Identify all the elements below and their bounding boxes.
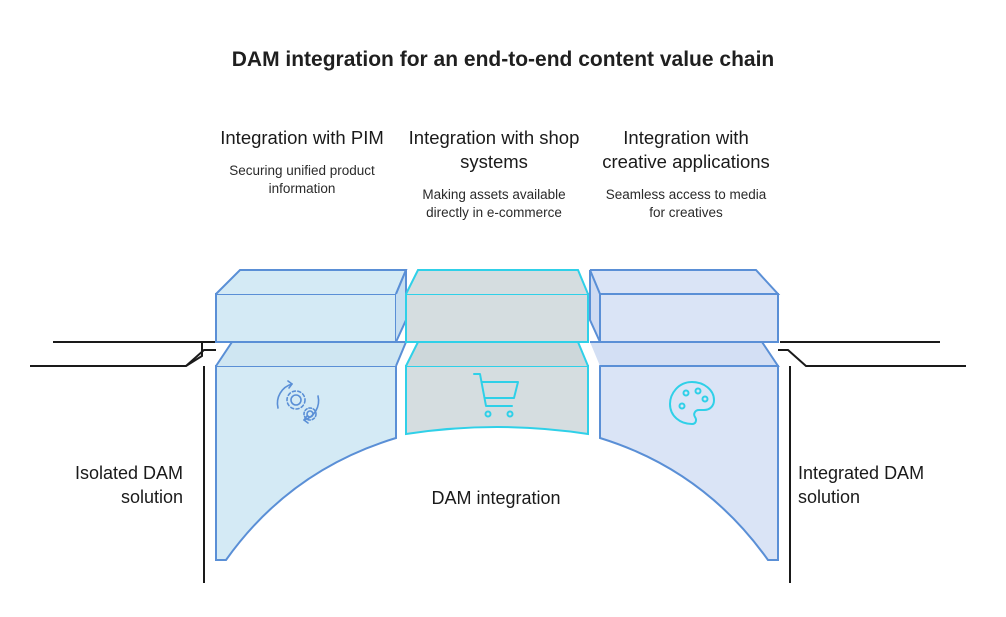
gears-sync-icon	[276, 380, 320, 424]
column-heading-creative: Integration with creative applications	[602, 127, 770, 172]
column-description-creative: Seamless access to media for creatives	[605, 187, 767, 220]
palette-icon	[668, 380, 716, 426]
column-shop: Integration with shop systems Making ass…	[406, 126, 582, 222]
column-heading-shop: Integration with shop systems	[408, 127, 580, 172]
center-label: DAM integration	[431, 488, 561, 508]
bridge-segment-creative	[589, 269, 781, 561]
shopping-cart-icon	[473, 373, 519, 418]
column-description-shop: Making assets available directly in e-co…	[422, 187, 566, 220]
column-heading-pim: Integration with PIM	[220, 127, 384, 148]
diagram-title: DAM integration for an end-to-end conten…	[231, 48, 775, 71]
right-ledge-step	[778, 349, 966, 367]
column-creative: Integration with creative applications S…	[598, 126, 774, 222]
column-pim: Integration with PIM Securing unified pr…	[216, 126, 388, 198]
ground-lines	[30, 341, 966, 583]
bridge-segment-shop	[405, 269, 589, 436]
left-side-label: Isolated DAM solution	[74, 463, 183, 507]
right-side-label: Integrated DAM solution	[798, 463, 925, 507]
column-description-pim: Securing unified product information	[229, 163, 375, 196]
left-ledge-upper	[30, 341, 203, 367]
bridge-segment-pim	[215, 269, 408, 561]
left-ledge-step	[185, 349, 216, 367]
